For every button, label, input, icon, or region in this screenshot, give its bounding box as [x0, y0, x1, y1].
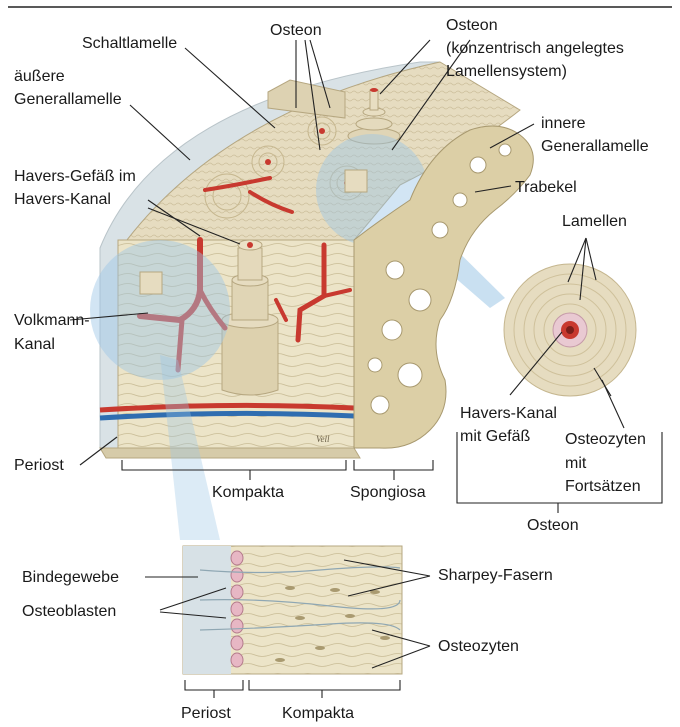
label-osteozyten-fort-2: mit: [565, 453, 586, 474]
label-osteozyten-fort-3: Fortsätzen: [565, 476, 641, 497]
label-osteon-konz-1: Osteon: [446, 15, 498, 36]
label-osteon-top: Osteon: [270, 20, 322, 41]
bone-bottom-edge: [100, 448, 360, 458]
label-osteon-konz-3: Lamellensystem): [446, 61, 567, 82]
label-periost: Periost: [14, 455, 64, 476]
label-periost-detail: Periost: [181, 703, 231, 724]
label-sharpey: Sharpey-Fasern: [438, 565, 553, 586]
detail-periost-zone: [183, 546, 231, 674]
label-havers-kanal-2: mit Gefäß: [460, 426, 530, 447]
label-osteozyten-fort-1: Osteozyten: [565, 429, 646, 450]
label-osteozyten: Osteozyten: [438, 636, 519, 657]
artist-signature: Vell: [316, 434, 330, 444]
label-osteon-bottom: Osteon: [527, 515, 579, 536]
label-aeussere-1: äußere: [14, 66, 65, 87]
label-osteon-konz-2: (konzentrisch angelegtes: [446, 38, 624, 59]
bone-block: Vell: [90, 62, 520, 540]
label-volkmann-2: Kanal: [14, 334, 55, 355]
label-havers-kanal-1: Havers-Kanal: [460, 403, 557, 424]
label-innere-2: Generallamelle: [541, 136, 649, 157]
osteon-cross-section: [504, 264, 636, 396]
label-volkmann-1: Volkmann-: [14, 310, 90, 331]
label-aeussere-2: Generallamelle: [14, 89, 122, 110]
label-schaltlamelle: Schaltlamelle: [82, 33, 177, 54]
label-trabekel: Trabekel: [515, 177, 577, 198]
label-innere-1: innere: [541, 113, 585, 134]
label-havers-gefaess-1: Havers-Gefäß im: [14, 166, 136, 187]
label-osteoblasten: Osteoblasten: [22, 601, 116, 622]
label-spongiosa: Spongiosa: [350, 482, 426, 503]
highlight-square-top: [345, 170, 367, 192]
label-kompakta-detail: Kompakta: [282, 703, 354, 724]
label-lamellen: Lamellen: [562, 211, 627, 232]
label-havers-gefaess-2: Havers-Kanal: [14, 189, 111, 210]
label-kompakta: Kompakta: [212, 482, 284, 503]
highlight-volkmann: [90, 240, 230, 380]
label-bindegewebe: Bindegewebe: [22, 567, 119, 588]
highlight-square-left: [140, 272, 162, 294]
